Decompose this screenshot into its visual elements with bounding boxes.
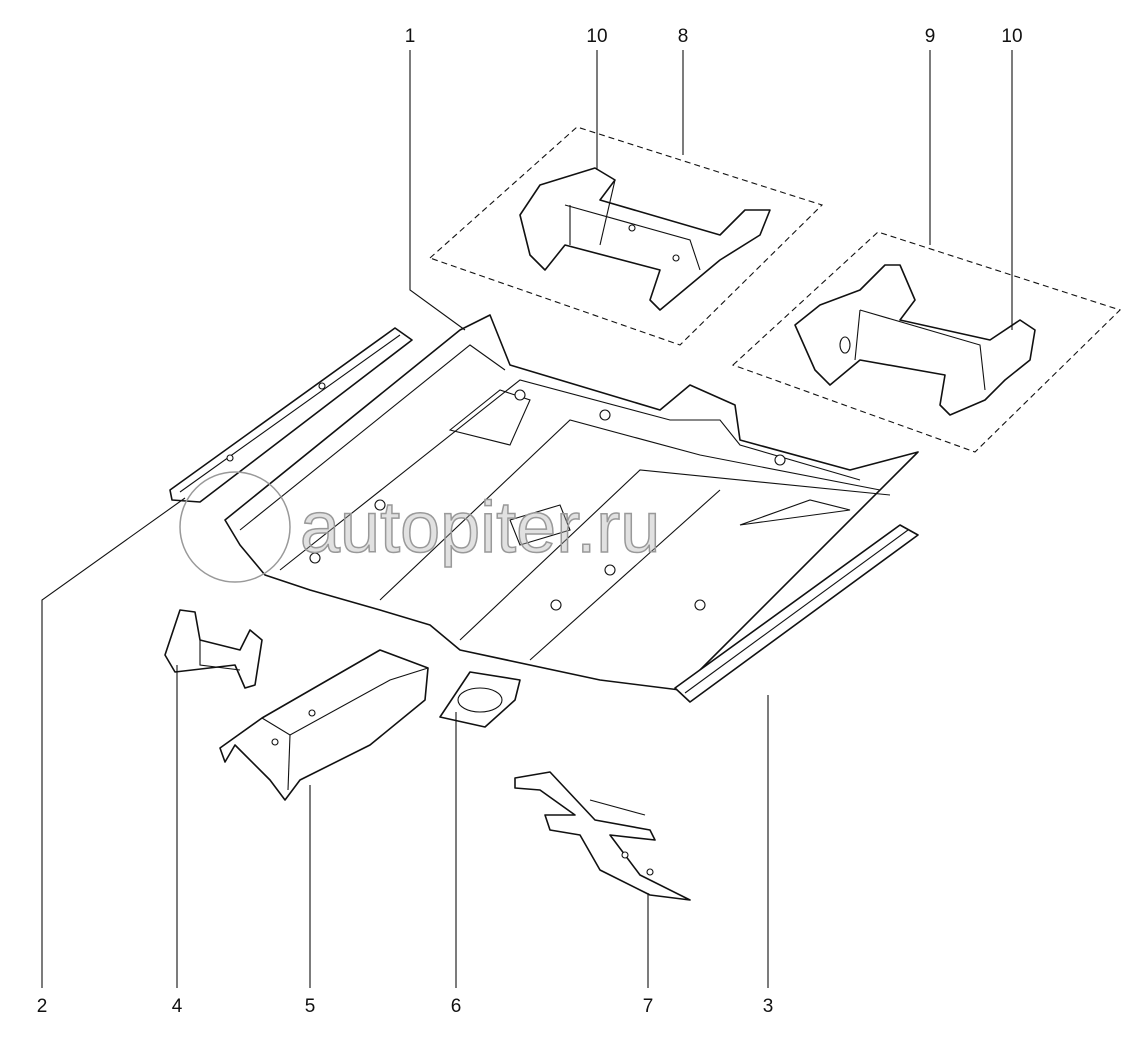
part-crossmember-9 — [794, 264, 1036, 416]
callout-1: 1 — [405, 26, 416, 47]
callout-8: 8 — [678, 26, 689, 47]
watermark: autopiter.ru — [179, 471, 661, 583]
callout-10-right: 10 — [1001, 26, 1022, 47]
callout-6: 6 — [451, 996, 462, 1017]
callout-5: 5 — [305, 996, 316, 1017]
part-bracket-4 — [164, 609, 263, 689]
callout-10-left: 10 — [586, 26, 607, 47]
part-cover-6 — [439, 671, 521, 728]
part-crossmember-8 — [519, 167, 771, 311]
leader-2 — [41, 497, 186, 988]
callout-7: 7 — [643, 996, 654, 1017]
leader-1 — [409, 50, 466, 331]
callout-2: 2 — [37, 996, 48, 1017]
watermark-text: autopiter.ru — [300, 488, 660, 568]
group-box-9 — [731, 231, 1122, 453]
part-left-sill-2 — [169, 327, 413, 503]
callout-3: 3 — [763, 996, 774, 1017]
callout-9: 9 — [925, 26, 936, 47]
part-floor-panel-1 — [224, 314, 919, 691]
group-box-8 — [428, 126, 824, 346]
part-right-sill-3 — [674, 524, 919, 703]
callout-4: 4 — [172, 996, 183, 1017]
part-reinforcement-7 — [514, 771, 691, 901]
part-tunnel-5 — [219, 649, 429, 801]
